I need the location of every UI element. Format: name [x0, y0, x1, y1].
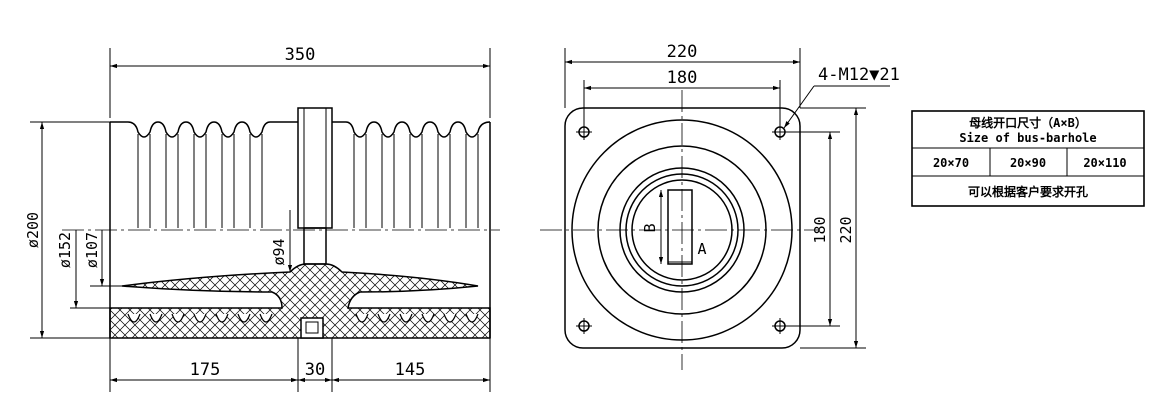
inner-circle-2 — [625, 173, 739, 287]
section-hatch — [109, 263, 491, 339]
slot-b-label: B — [641, 223, 659, 232]
hole-callout-label: 4-M12▼21 — [818, 65, 900, 85]
right-length-label: 145 — [395, 360, 426, 380]
side-view: 350 — [24, 45, 500, 392]
front-view: B A 220 180 4-M12▼21 — [540, 42, 900, 370]
inner-circle-3 — [631, 179, 733, 281]
inner-circle-1 — [619, 167, 745, 293]
table-title-cn: 母线开口尺寸（A×B） — [969, 115, 1087, 130]
table-option-1: 20×70 — [933, 156, 969, 170]
slot-a-label: A — [697, 240, 706, 258]
hole-spacing-label: 180 — [667, 68, 698, 88]
mounting-flange — [564, 107, 801, 349]
center-width-label: 30 — [305, 360, 325, 380]
busbar-opening — [667, 189, 693, 265]
left-length-label: 175 — [190, 360, 221, 380]
dia-152-label: ø152 — [56, 232, 74, 268]
middle-circle — [597, 145, 767, 315]
dia-94-label: ø94 — [270, 238, 288, 265]
lower-bellows-waves — [127, 313, 479, 323]
upper-bellows — [110, 121, 491, 138]
table-option-2: 20×90 — [1010, 156, 1046, 170]
outer-width-label: 220 — [667, 42, 698, 62]
table-option-3: 20×110 — [1083, 156, 1126, 170]
height-220-label: 220 — [837, 216, 855, 243]
height-180-label: 180 — [811, 216, 829, 243]
rib-lines — [137, 134, 479, 228]
center-flange — [297, 107, 333, 229]
table-title-en: Size of bus-barhole — [959, 131, 1096, 145]
total-length-label: 350 — [285, 45, 316, 65]
table-note: 可以根据客户要求开孔 — [968, 184, 1088, 199]
busbar-size-table: 母线开口尺寸（A×B） Size of bus-barhole 20×70 20… — [911, 110, 1145, 207]
dia-107-label: ø107 — [83, 232, 101, 268]
dia-200-label: ø200 — [24, 212, 42, 248]
busbar-slot — [300, 317, 324, 339]
mounting-holes — [576, 124, 788, 334]
outer-circle — [571, 119, 793, 341]
